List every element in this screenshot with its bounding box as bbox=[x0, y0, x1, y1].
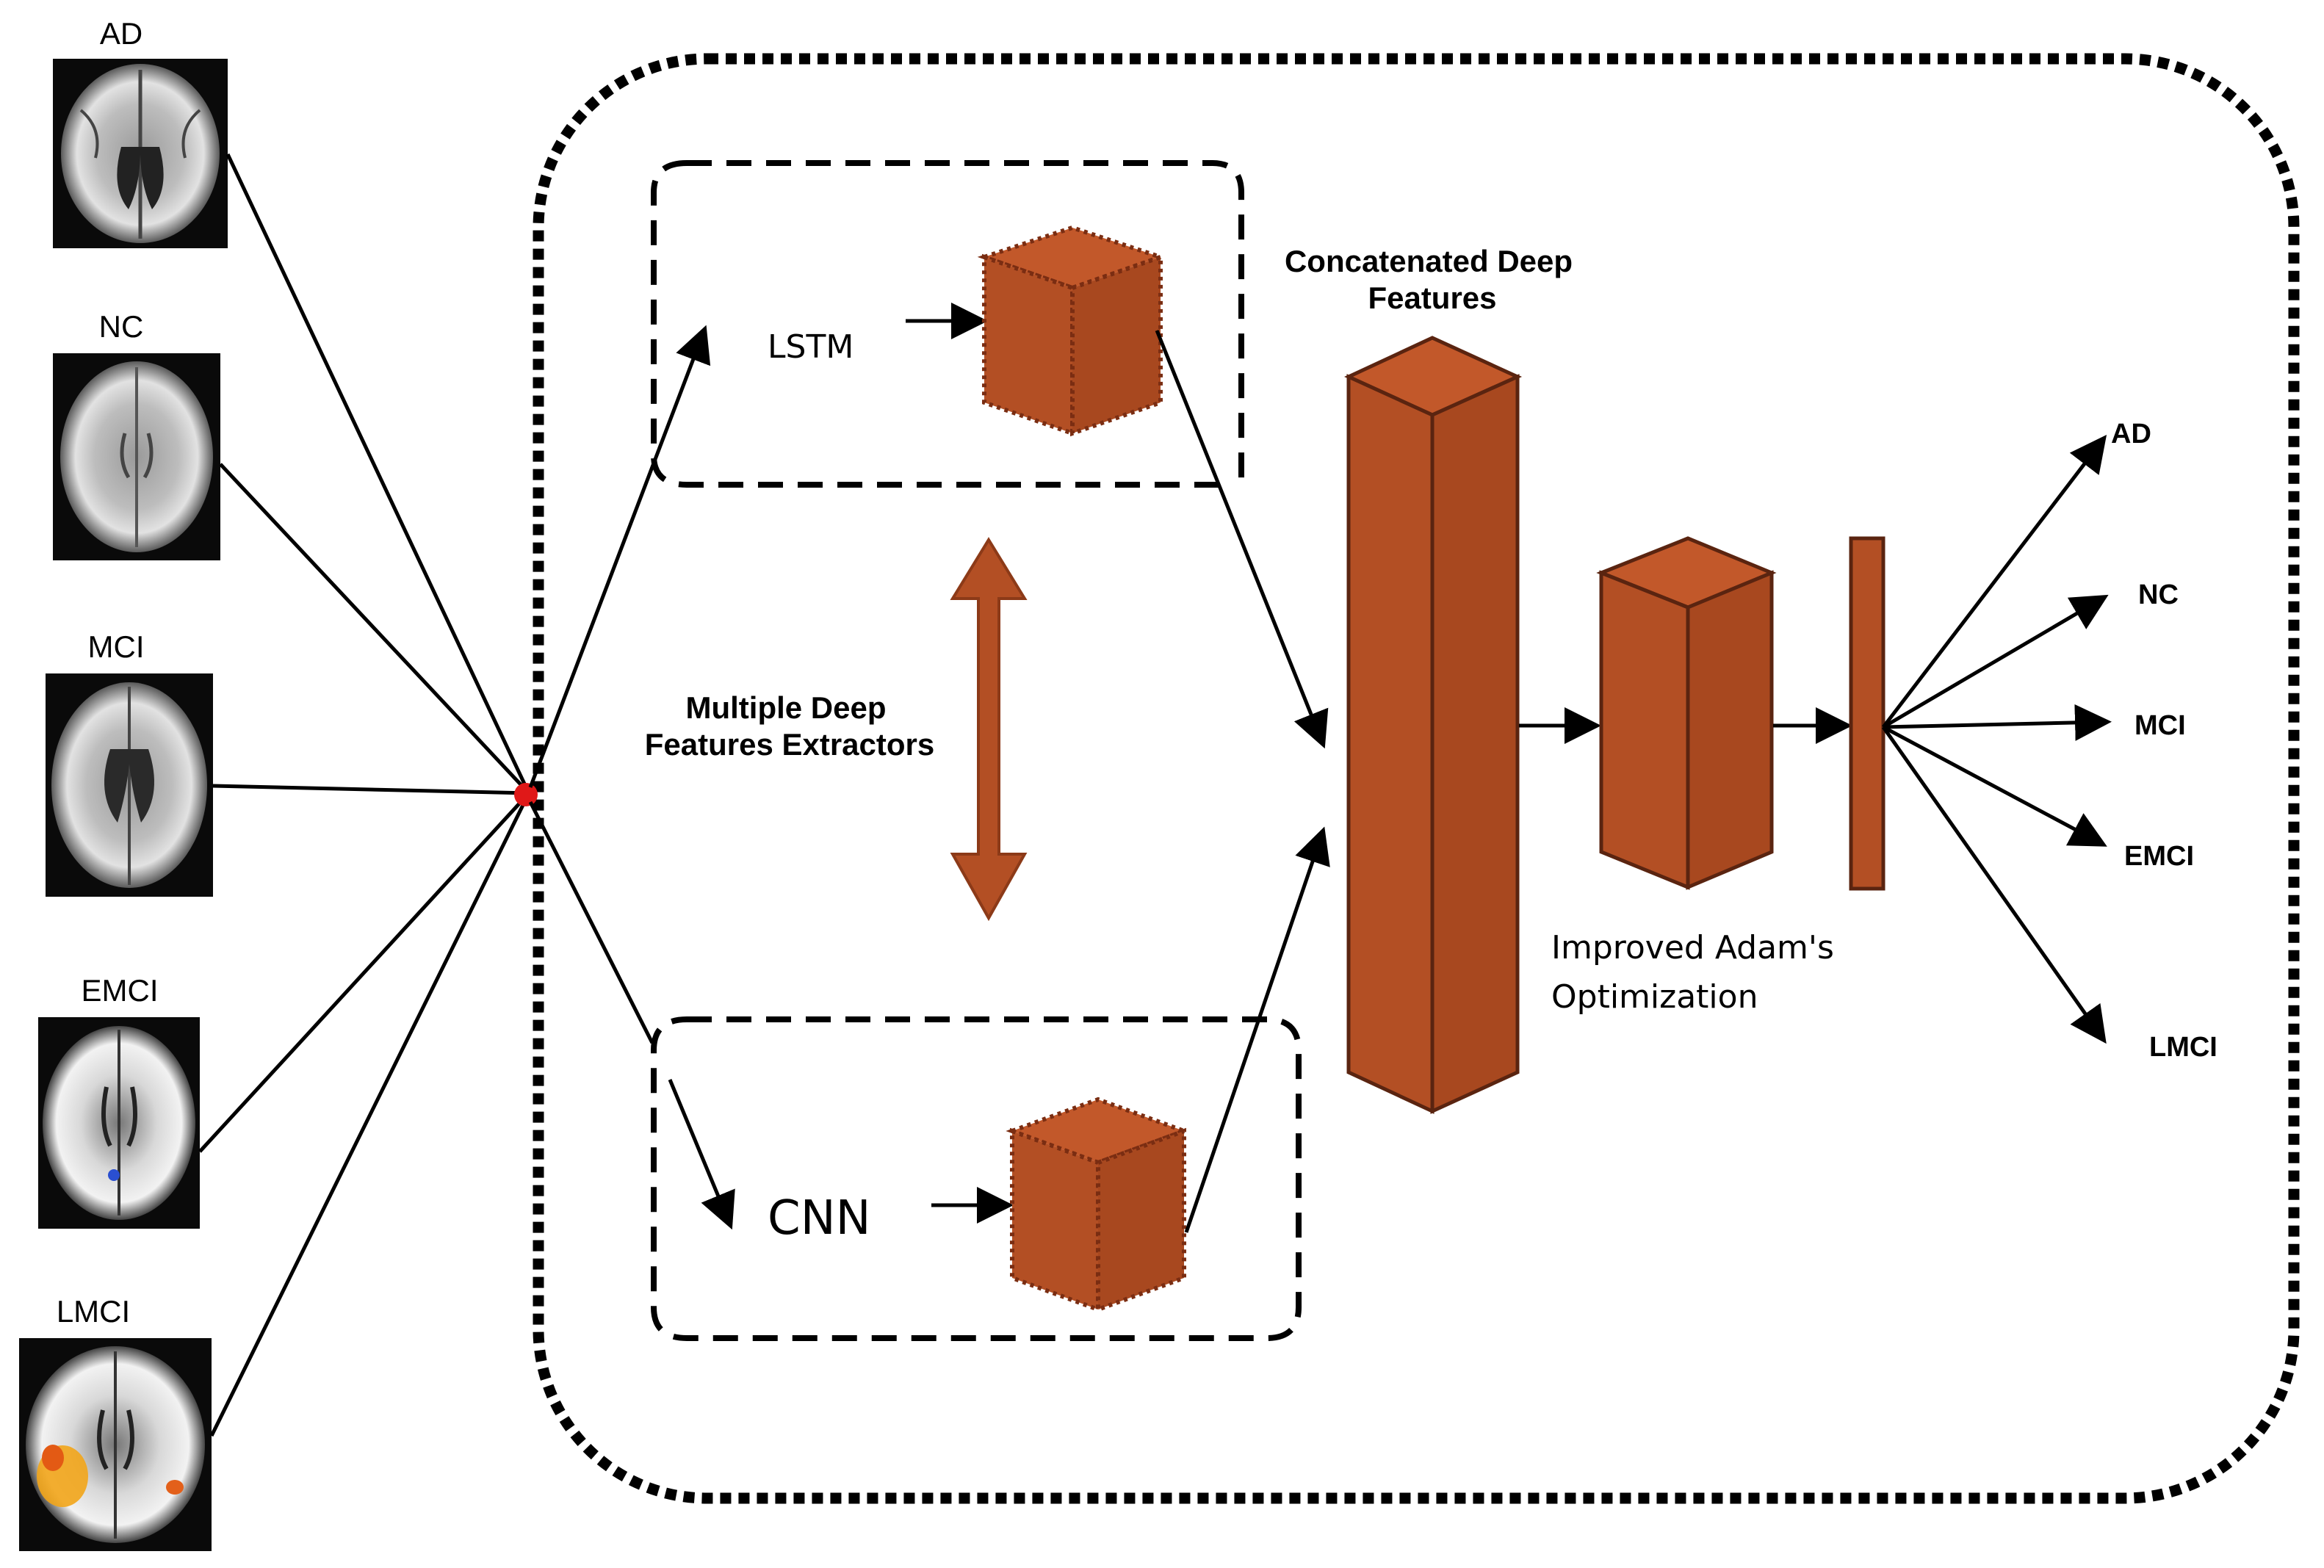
input-label-mci: MCI bbox=[88, 629, 145, 664]
extractors-caption-line2: Features Extractors bbox=[645, 727, 935, 762]
lstm-label: LSTM bbox=[768, 328, 854, 366]
arrow-output-mci bbox=[1883, 704, 2112, 741]
extractors-caption-line1: Multiple Deep bbox=[685, 690, 886, 725]
optimizer-caption-line1: Improved Adam's bbox=[1551, 929, 1834, 967]
output-label-mci: MCI bbox=[2134, 710, 2186, 741]
arrow-output-ad bbox=[1882, 435, 2107, 729]
input-label-ad: AD bbox=[100, 16, 142, 51]
output-label-emci: EMCI bbox=[2124, 841, 2194, 872]
pipeline-container bbox=[533, 53, 2300, 1504]
concat-caption-line1: Concatenated Deep bbox=[1285, 244, 1573, 278]
output-layer-bar bbox=[1849, 536, 1885, 891]
junction-node bbox=[514, 783, 538, 806]
optimizer-caption-line2: Optimization bbox=[1551, 978, 1758, 1016]
arrow-cnn-to-concat bbox=[1184, 826, 1330, 1233]
concat-caption-line2: Features bbox=[1368, 281, 1496, 315]
cnn-extractor-box bbox=[651, 1016, 1302, 1341]
cnn-label: CNN bbox=[768, 1191, 870, 1246]
concat-feature-block bbox=[1344, 336, 1523, 1114]
input-label-nc: NC bbox=[99, 309, 144, 344]
output-label-nc: NC bbox=[2138, 579, 2179, 610]
input-label-lmci: LMCI bbox=[57, 1294, 130, 1329]
input-lmci-image bbox=[19, 1338, 212, 1551]
lstm-feature-cube bbox=[977, 225, 1168, 437]
dense-feature-block bbox=[1596, 536, 1777, 890]
arrow-output-emci bbox=[1882, 725, 2107, 847]
arrow-output-nc bbox=[1882, 594, 2109, 729]
input-label-emci: EMCI bbox=[82, 973, 159, 1008]
input-ad-image bbox=[53, 59, 228, 248]
extractors-double-arrow bbox=[950, 537, 1028, 922]
output-label-lmci: LMCI bbox=[2149, 1032, 2217, 1063]
input-nc-image bbox=[53, 353, 220, 560]
input-connectors bbox=[198, 153, 531, 1437]
cnn-feature-cube bbox=[1006, 1096, 1191, 1313]
arrow-to-cnn-1 bbox=[528, 801, 654, 1044]
lstm-extractor-box bbox=[651, 160, 1244, 488]
arrow-lstm-to-concat bbox=[1155, 330, 1329, 749]
arrow-to-cnn-2 bbox=[668, 1079, 735, 1230]
arrow-to-lstm bbox=[528, 325, 711, 788]
output-label-ad: AD bbox=[2111, 419, 2151, 449]
input-emci-image bbox=[38, 1017, 200, 1229]
arrow-output-lmci bbox=[1881, 726, 2107, 1044]
input-mci-image bbox=[46, 673, 213, 897]
